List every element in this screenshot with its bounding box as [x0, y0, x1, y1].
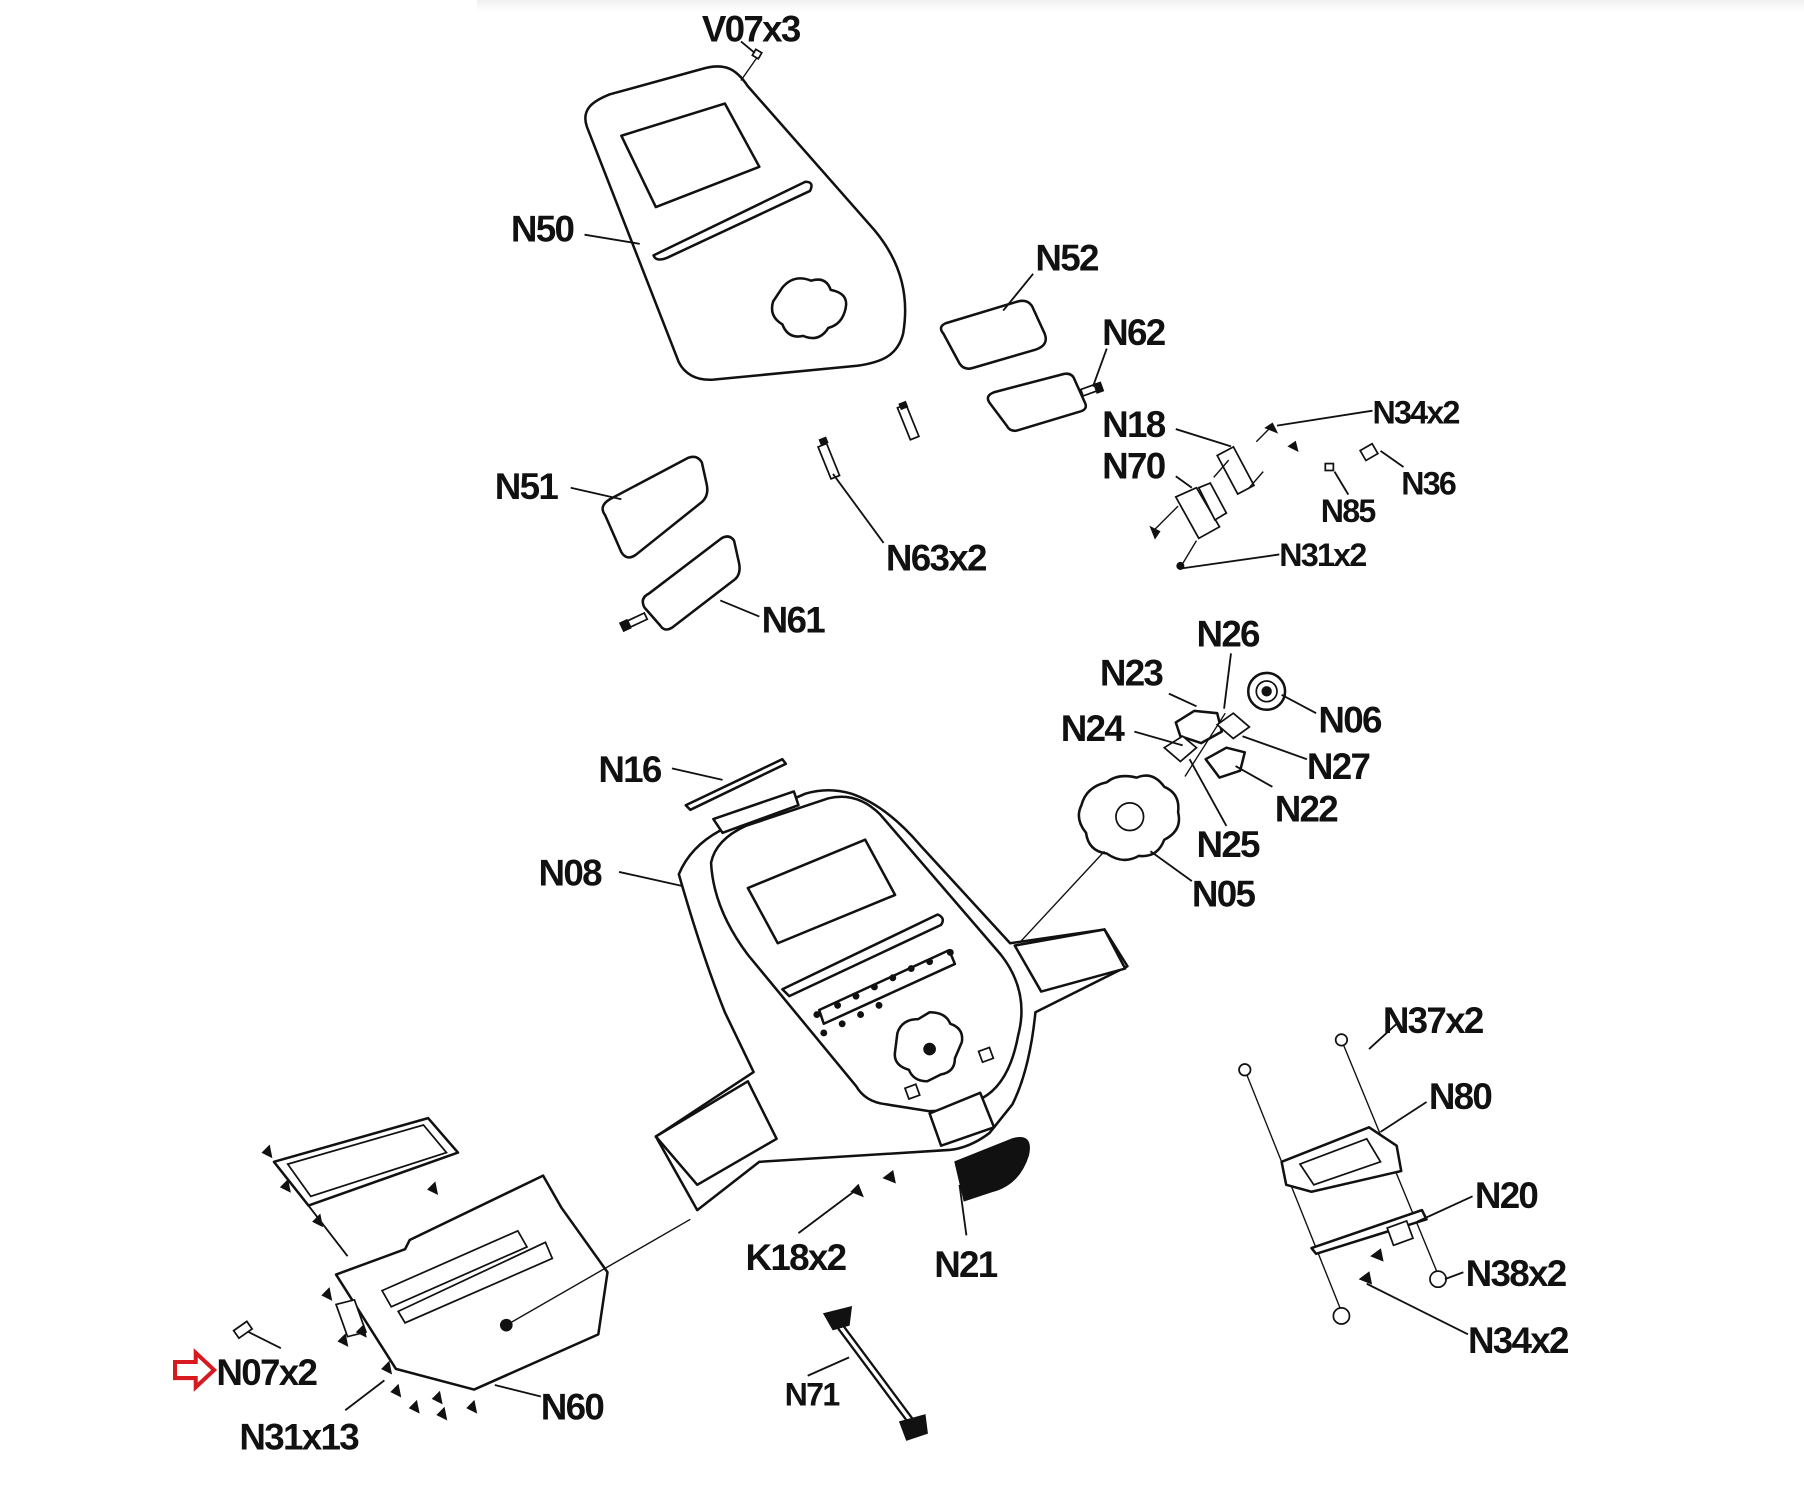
part-n36-clip	[1358, 442, 1380, 462]
part-knob-assembly	[954, 671, 1287, 1013]
label-n70: N70	[1102, 446, 1165, 487]
part-n85-clip	[1324, 462, 1335, 472]
label-n63x2: N63x2	[886, 538, 986, 579]
label-n21: N21	[934, 1244, 998, 1285]
label-n25: N25	[1196, 824, 1260, 865]
label-n31x13: N31x13	[239, 1416, 359, 1457]
label-v07x3: V07x3	[702, 8, 801, 49]
top-shadow-band	[477, 0, 1804, 12]
label-n85: N85	[1321, 493, 1376, 529]
part-n51-key-panel	[601, 455, 709, 559]
label-n71: N71	[785, 1377, 840, 1413]
label-n24: N24	[1061, 708, 1126, 749]
label-n22: N22	[1275, 788, 1338, 829]
label-n38x2: N38x2	[1466, 1253, 1566, 1294]
part-n50-overlay	[584, 65, 907, 381]
part-n18-n70-bracket	[1149, 422, 1299, 570]
part-n52-key-panel	[939, 299, 1048, 370]
label-n07x2[interactable]: N07x2	[216, 1352, 318, 1393]
part-n16-trim-strip	[684, 757, 788, 812]
part-n80-n20-mount	[1238, 1033, 1447, 1325]
label-n34x2-bottom: N34x2	[1468, 1320, 1568, 1361]
part-n61-keypad	[618, 535, 741, 633]
part-n71-cable	[822, 1305, 928, 1441]
part-n07-standoff	[232, 1320, 254, 1340]
label-n50: N50	[511, 209, 574, 250]
label-n27: N27	[1307, 746, 1370, 787]
label-n06: N06	[1318, 700, 1382, 741]
part-n31-screws	[261, 1144, 478, 1421]
label-n31x2: N31x2	[1279, 537, 1366, 573]
label-n20: N20	[1475, 1175, 1538, 1216]
part-n60-board	[272, 1116, 691, 1391]
label-n08: N08	[539, 853, 603, 894]
label-n36: N36	[1401, 466, 1456, 502]
part-n63-cables	[816, 400, 921, 481]
label-n37x2: N37x2	[1383, 1000, 1483, 1041]
part-v07-screw	[740, 48, 763, 81]
part-n62-keypad	[986, 372, 1105, 433]
label-n80: N80	[1429, 1076, 1492, 1117]
label-n05: N05	[1192, 873, 1256, 914]
part-n21-speaker-grille	[954, 1137, 1030, 1202]
part-labels: V07x3 N50 N52 N62 N18 N70 N34x2 N36 N85 …	[216, 8, 1569, 1457]
part-k18-screws	[850, 1170, 896, 1198]
label-n51: N51	[495, 466, 559, 507]
label-n26: N26	[1196, 613, 1260, 654]
part-n08-console-housing	[654, 788, 1129, 1212]
label-n23: N23	[1100, 653, 1164, 694]
label-n60: N60	[541, 1386, 604, 1427]
label-n16: N16	[598, 749, 662, 790]
leader-lines	[248, 40, 1473, 1412]
label-n62: N62	[1102, 312, 1165, 353]
label-n61: N61	[762, 600, 826, 641]
highlight-arrow-icon	[172, 1348, 218, 1392]
label-n18: N18	[1102, 404, 1166, 445]
label-k18x2: K18x2	[746, 1237, 846, 1278]
label-n52: N52	[1035, 237, 1098, 278]
label-n34x2-top: N34x2	[1372, 394, 1459, 430]
part-n08-button-dots	[813, 949, 954, 1037]
